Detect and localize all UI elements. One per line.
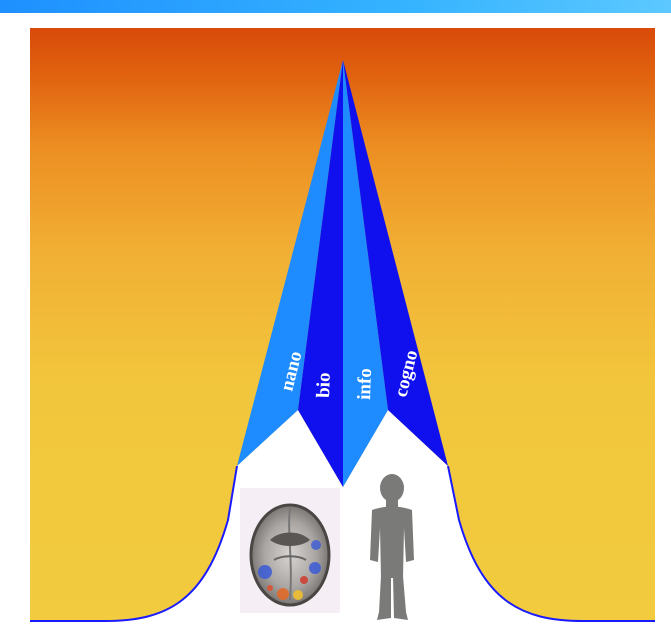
label-bio: bio: [313, 372, 335, 398]
bell-curve-outline: [30, 465, 238, 622]
top-accent-bar: [0, 0, 671, 13]
spire-segment-cogno: [343, 60, 448, 466]
bell-curve-outline-right: [447, 465, 655, 622]
label-info: info: [354, 368, 376, 400]
spire-segment-nano: [237, 60, 343, 466]
human-silhouette-icon: [370, 474, 414, 620]
brain-scan-icon: [240, 488, 340, 613]
spire-segment-info: [343, 60, 388, 487]
spire-segment-bio: [298, 60, 343, 487]
